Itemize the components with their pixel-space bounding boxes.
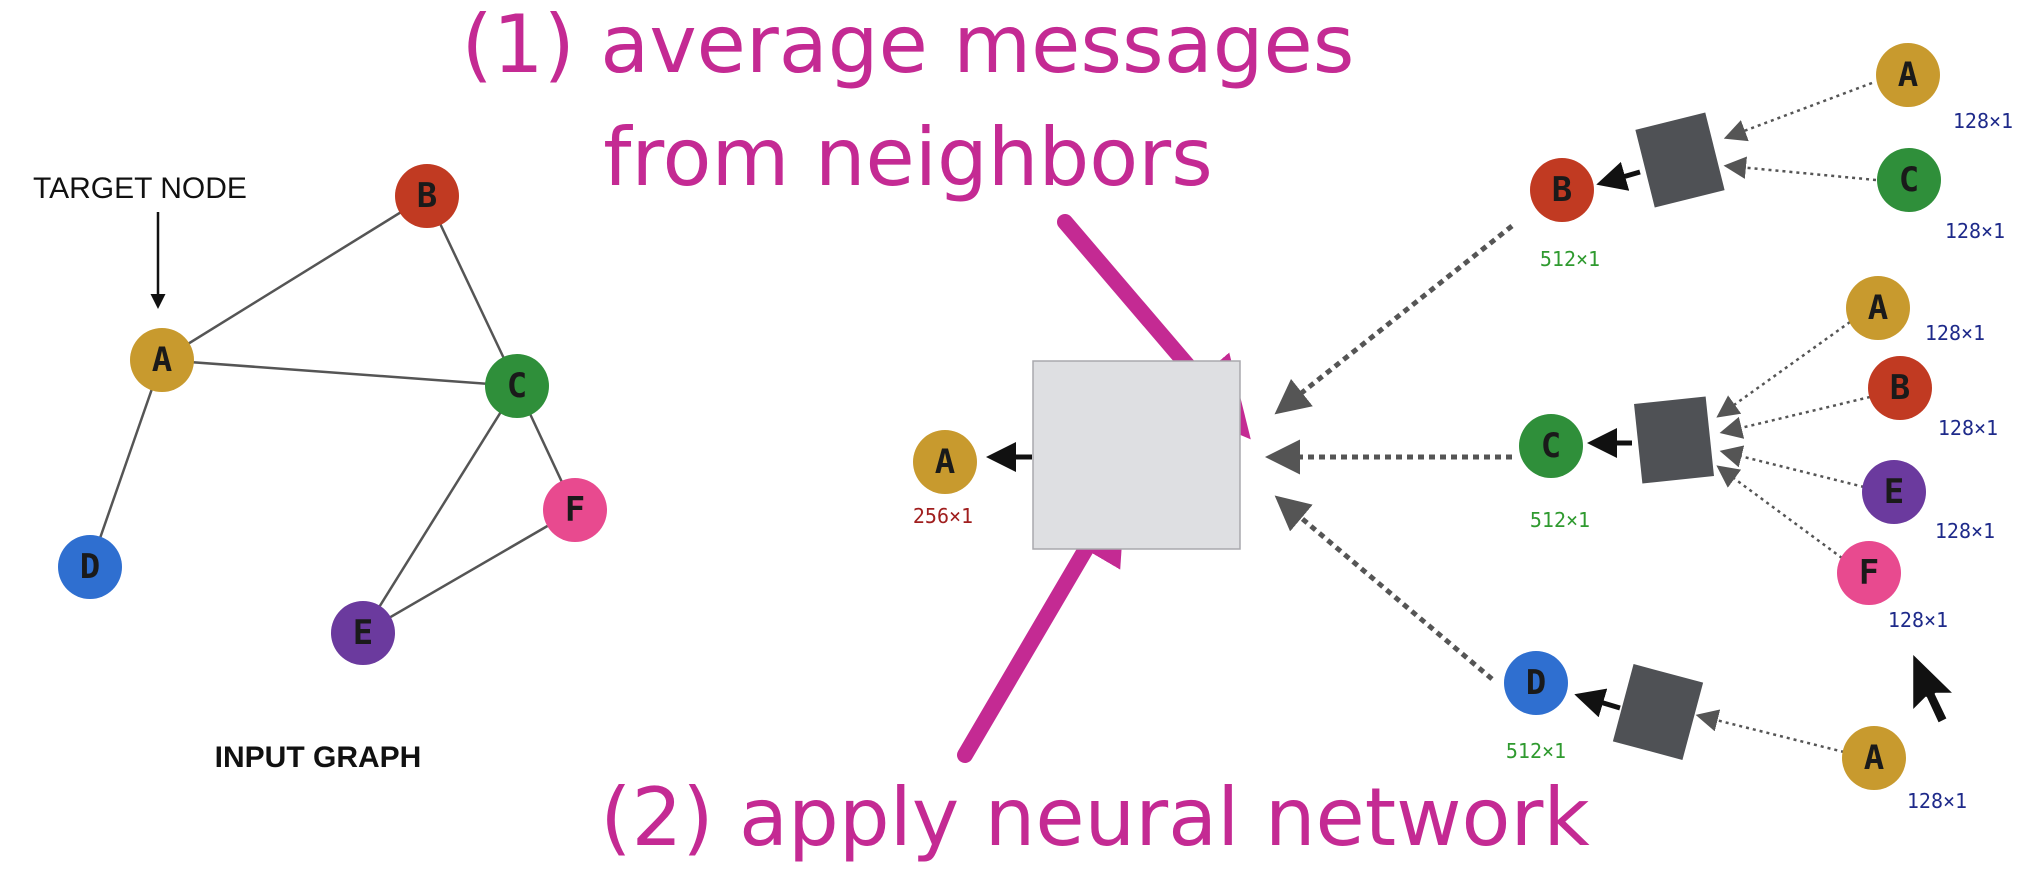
heading-from-neighbors: from neighbors — [603, 111, 1213, 204]
mouse-cursor-icon — [1910, 650, 1957, 726]
edge-a-d — [88, 359, 164, 568]
level1-node-b: B — [1530, 158, 1594, 222]
level2-node-b-a: A — [1876, 43, 1940, 107]
target-node-label: TARGET NODE — [33, 172, 247, 205]
edge-a-c — [161, 358, 518, 388]
level2-node-c-a-label: A — [1868, 288, 1888, 328]
input-node-f-label: F — [565, 490, 585, 530]
level2-c-b-dim: 128×1 — [1938, 416, 1998, 440]
aggregator-box-c — [1634, 396, 1714, 484]
input-node-e-label: E — [353, 613, 373, 653]
level1-c-dim: 512×1 — [1530, 508, 1590, 532]
aggregator-box-d — [1612, 664, 1704, 760]
level2-node-c-b-label: B — [1890, 368, 1910, 408]
level2-c-a-dim: 128×1 — [1925, 321, 1985, 345]
level2-c-f-dim: 128×1 — [1888, 608, 1948, 632]
dotted-arrow-d-a-to-agg — [1695, 709, 1845, 754]
level1-node-d-label: D — [1526, 663, 1546, 703]
computation-graph: A 256×1 B 512×1 C 512×1 — [913, 43, 2013, 813]
edge-c-e — [361, 385, 519, 634]
level1-node-c: C — [1519, 414, 1583, 478]
input-graph: TARGET NODE A B C D — [33, 164, 607, 774]
level2-b-c-dim: 128×1 — [1945, 219, 2005, 243]
dotted-arrow-c-a-to-agg — [1716, 320, 1851, 418]
input-node-a-label: A — [152, 340, 172, 380]
level2-node-c-e-label: E — [1884, 472, 1904, 512]
input-graph-caption: INPUT GRAPH — [215, 741, 422, 774]
heading-apply-neural-network: (2) apply neural network — [600, 771, 1590, 864]
arrow-agg-to-d — [1574, 688, 1621, 718]
level2-node-b-c-label: C — [1899, 160, 1919, 200]
edge-b-c — [425, 195, 519, 387]
dotted-arrow-d-to-box — [1274, 495, 1494, 681]
edge-a-b — [161, 194, 428, 362]
level2-c-e-dim: 128×1 — [1935, 519, 1995, 543]
input-node-f: F — [543, 478, 607, 542]
input-node-b-label: B — [417, 176, 437, 216]
dotted-arrow-c-b-to-agg — [1719, 395, 1871, 439]
dotted-arrow-c-f-to-agg — [1716, 465, 1843, 560]
dotted-arrow-b-a-to-agg — [1723, 81, 1873, 142]
arrow-agg-to-b — [1596, 161, 1641, 191]
dotted-arrow-b-to-box — [1274, 224, 1514, 415]
input-node-e: E — [331, 601, 395, 665]
input-node-c: C — [485, 354, 549, 418]
dotted-arrow-c-e-to-agg — [1719, 445, 1865, 489]
aggregator-box-b — [1635, 112, 1725, 208]
heading-average-messages: (1) average messages — [462, 0, 1355, 91]
level2-node-d-a: A — [1842, 726, 1906, 790]
level1-b-dim: 512×1 — [1540, 247, 1600, 271]
level1-node-c-label: C — [1541, 426, 1561, 466]
dotted-arrow-b-c-to-agg — [1723, 156, 1877, 182]
neural-network-box — [1032, 360, 1241, 550]
input-node-a: A — [130, 328, 194, 392]
level2-b-a-dim: 128×1 — [1953, 109, 2013, 133]
level2-node-c-f-label: F — [1859, 553, 1879, 593]
input-node-d: D — [58, 535, 122, 599]
input-node-c-label: C — [507, 366, 527, 406]
level2-node-c-e: E — [1862, 460, 1926, 524]
level2-d-a-dim: 128×1 — [1907, 789, 1967, 813]
input-node-b: B — [395, 164, 459, 228]
input-graph-edges — [88, 194, 577, 635]
root-node-a-label: A — [935, 442, 955, 482]
level1-node-d: D — [1504, 651, 1568, 715]
edge-e-f — [362, 508, 576, 635]
level2-node-d-a-label: A — [1864, 738, 1884, 778]
level2-node-c-b: B — [1868, 356, 1932, 420]
level2-node-c-a: A — [1846, 276, 1910, 340]
level2-node-b-a-label: A — [1898, 55, 1918, 95]
level1-node-b-label: B — [1552, 170, 1572, 210]
level1-d-dim: 512×1 — [1506, 739, 1566, 763]
root-node-a: A — [913, 430, 977, 494]
level2-node-c-f: F — [1837, 541, 1901, 605]
input-node-d-label: D — [80, 547, 100, 587]
level2-node-b-c: C — [1877, 148, 1941, 212]
root-dim-label: 256×1 — [913, 504, 973, 528]
